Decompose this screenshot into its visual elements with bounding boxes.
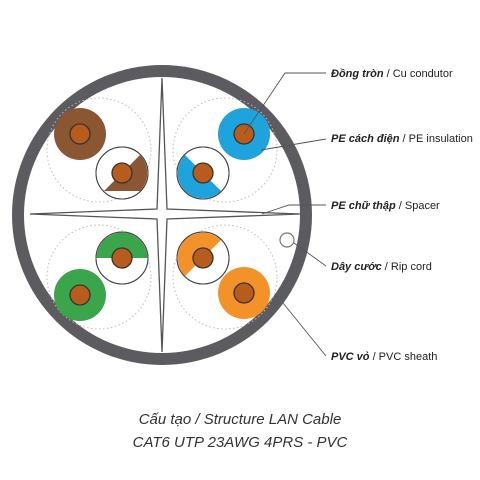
pair-boundary-blue — [172, 97, 278, 203]
rip-cord — [279, 232, 295, 248]
copper-conductor — [69, 284, 91, 306]
label-sheath: PVC vỏ / PVC sheath — [331, 351, 437, 363]
copper-conductor — [233, 282, 255, 304]
green-pair — [54, 231, 149, 321]
label-conductor: Đồng tròn / Cu condutor — [331, 68, 453, 80]
green-white-stripe-insulation — [95, 231, 149, 285]
leader-line-conductor — [243, 72, 326, 135]
leader-line-sheath — [282, 302, 327, 357]
leader-lines — [243, 72, 327, 357]
pair-boundaries — [46, 97, 278, 330]
cross-spacer — [29, 77, 301, 353]
copper-conductor — [111, 162, 133, 184]
caption-title: Cấu tạo / Structure LAN Cable — [139, 411, 342, 428]
caption-subtitle: CAT6 UTP 23AWG 4PRS - PVC — [133, 434, 348, 451]
copper-conductor — [111, 247, 133, 269]
leader-line-spacer — [261, 204, 326, 215]
blue-pair — [176, 108, 270, 200]
brown-pair — [54, 108, 149, 200]
label-insulation: PE cách điện / PE insulation — [331, 133, 473, 145]
pair-boundary-brown — [46, 97, 152, 203]
copper-conductor — [192, 162, 214, 184]
pair-boundary-green — [46, 224, 152, 330]
label-spacer: PE chữ thập / Spacer — [331, 200, 440, 212]
copper-conductor — [192, 247, 214, 269]
leader-line-ripcord — [293, 242, 327, 267]
copper-conductor — [69, 123, 91, 145]
leader-line-insulation — [260, 138, 327, 151]
orange-pair — [176, 231, 270, 319]
label-ripcord: Dây cước / Rip cord — [331, 261, 432, 273]
pair-boundary-orange — [172, 224, 278, 330]
